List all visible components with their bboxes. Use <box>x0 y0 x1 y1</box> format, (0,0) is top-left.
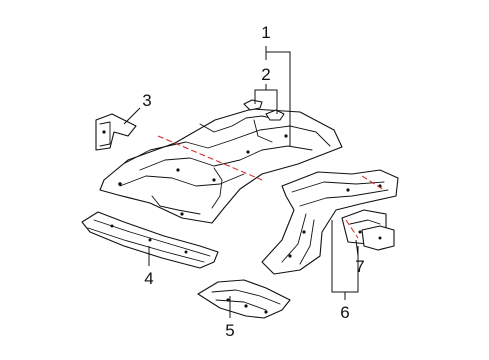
cut-line-right-rear <box>361 175 385 191</box>
cross-member <box>197 279 291 319</box>
rear-rail <box>261 169 399 275</box>
callout-1: 1 <box>261 23 270 42</box>
leader-lines <box>123 46 359 318</box>
clip-left <box>243 99 263 111</box>
callout-3: 3 <box>142 91 151 110</box>
side-rail <box>81 211 219 269</box>
cut-line-extension <box>345 219 359 239</box>
callout-7: 7 <box>355 257 364 276</box>
callout-4: 4 <box>144 269 153 288</box>
cut-line-left <box>157 135 263 181</box>
rear-extension-plate <box>361 225 395 251</box>
bracket <box>95 113 137 151</box>
callout-6: 6 <box>340 303 349 322</box>
clip-right <box>265 109 285 121</box>
callout-2: 2 <box>261 65 270 84</box>
floor-pan <box>99 108 343 224</box>
leader-1 <box>265 46 291 146</box>
cut-lines <box>157 135 385 239</box>
leader-3 <box>123 107 141 125</box>
callout-5: 5 <box>225 321 234 340</box>
leader-7 <box>355 239 359 257</box>
callout-labels: 1 2 3 4 5 6 7 <box>142 23 364 340</box>
